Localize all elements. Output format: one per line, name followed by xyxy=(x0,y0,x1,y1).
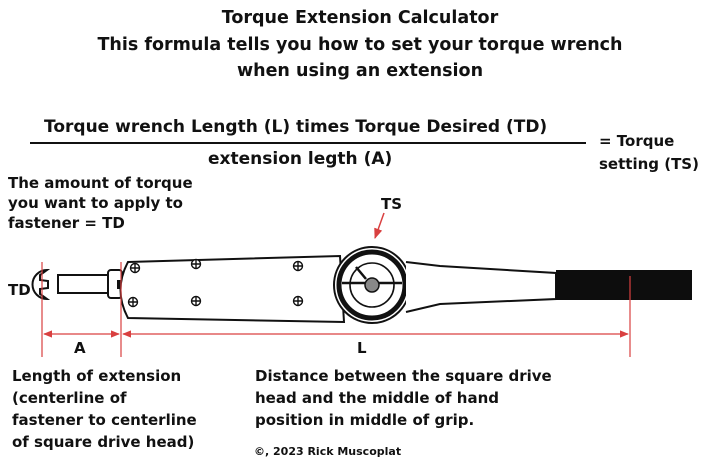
wrench-grip xyxy=(556,270,692,300)
formula-numerator: Torque wrench Length (L) times Torque De… xyxy=(44,117,548,137)
crowfoot-extension xyxy=(31,268,125,301)
ts-label: TS xyxy=(381,195,403,213)
formula-result-line-2: setting (TS) xyxy=(599,155,699,173)
title-line-2: This formula tells you how to set your t… xyxy=(97,35,623,55)
title-line-1: Torque Extension Calculator xyxy=(221,8,499,28)
formula-result-line-1: = Torque xyxy=(599,132,675,150)
distance-note-line-1: Distance between the square drive xyxy=(255,367,552,385)
dial-gauge xyxy=(333,246,411,324)
dimension-l-label: L xyxy=(357,339,367,357)
formula-denominator: extension legth (A) xyxy=(208,149,393,169)
dimension-a-label: A xyxy=(74,339,86,357)
wrench-head xyxy=(119,254,346,324)
distance-note-line-3: position in middle of grip. xyxy=(255,411,475,429)
td-note-line-2: you want to apply to xyxy=(8,194,183,212)
extension-note-line-2: (centerline of xyxy=(12,389,127,407)
extension-note-line-1: Length of extension xyxy=(12,367,182,385)
copyright-notice: ©, 2023 Rick Muscoplat xyxy=(254,445,402,458)
extension-note-line-4: of square drive head) xyxy=(12,433,195,451)
td-note-line-3: fastener = TD xyxy=(8,214,125,232)
ts-arrow xyxy=(374,212,385,239)
title-line-3: when using an extension xyxy=(236,61,484,81)
wrench-handle xyxy=(405,261,557,313)
td-label: TD xyxy=(8,281,31,299)
extension-note-line-3: fastener to centerline xyxy=(12,411,197,429)
screw-icons xyxy=(127,258,438,308)
distance-note-line-2: head and the middle of hand xyxy=(255,389,499,407)
td-note-line-1: The amount of torque xyxy=(8,174,193,192)
